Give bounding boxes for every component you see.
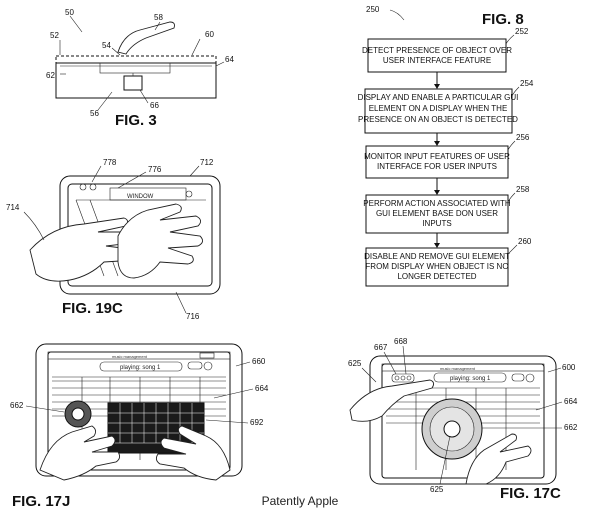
fig8-title: FIG. 8 <box>482 11 524 28</box>
fig8-ref-260: 260 <box>518 237 532 246</box>
fig3-ref-60: 60 <box>205 30 214 39</box>
fig17c-ref-625-bottom: 625 <box>430 485 444 494</box>
fig8-step-1-line-2: USER INTERFACE FEATURE <box>383 56 491 65</box>
fig8-step-2-box <box>364 88 513 134</box>
fig19c-ref-778: 778 <box>103 158 117 167</box>
fig8-step-2-line-2: ELEMENT ON A DISPLAY WHEN THE <box>369 104 508 113</box>
fig17c-ref-668: 668 <box>394 337 408 346</box>
fig17c-app-title: music management <box>440 366 476 371</box>
fig8-step-5-line-1: DISABLE AND REMOVE GUI ELEMENT <box>364 252 510 261</box>
fig8-ref-256: 256 <box>516 133 530 142</box>
fig8-ref-252: 252 <box>515 27 529 36</box>
fig8-step-2-line-3: PRESENCE ON AN OBJECT IS DETECTED <box>358 115 518 124</box>
fig8-step-4-line-1: PERFORM ACTION ASSOCIATED WITH <box>363 199 511 208</box>
fig3-ref-54: 54 <box>102 41 111 50</box>
fig8-step-1-line-1: DETECT PRESENCE OF OBJECT OVER <box>362 46 512 55</box>
fig8-step-2-line-1: DISPLAY AND ENABLE A PARTICULAR GUI <box>358 93 519 102</box>
fig17j-ref-662: 662 <box>10 401 24 410</box>
fig8-step-4-line-2: GUI ELEMENT BASE DON USER <box>376 209 498 218</box>
fig3-ref-56: 56 <box>90 109 99 118</box>
fig17c-playing: playing: song 1 <box>450 376 491 382</box>
fig19c-ref-714: 714 <box>6 203 20 212</box>
fig17c-diagram: music management playing: song 1 667 668… <box>348 337 578 502</box>
credit-caption: Patently Apple <box>261 494 339 508</box>
fig19c-diagram: WINDOW 778 776 712 714 716 FIG. 19C <box>6 158 221 321</box>
fig17j-ref-664: 664 <box>255 384 269 393</box>
fig8-ref-254: 254 <box>520 79 534 88</box>
fig8-step-5-line-2: FROM DISPLAY WHEN OBJECT IS NO <box>365 262 508 271</box>
fig3-ref-64: 64 <box>225 55 234 64</box>
fig17c-ref-664: 664 <box>564 397 578 406</box>
fig3-ref-50: 50 <box>65 8 74 17</box>
fig3-ref-52: 52 <box>50 31 59 40</box>
fig8-step-3-line-1: MONITOR INPUT FEATURES OF USER <box>364 152 510 161</box>
fig8-step-5-line-3: LONGER DETECTED <box>397 272 476 281</box>
fig8-step-3-line-2: INTERFACE FOR USER INPUTS <box>377 162 497 171</box>
fig17j-diagram: music management playing: song 1 <box>10 343 269 510</box>
fig17c-ref-600: 600 <box>562 363 576 372</box>
fig8-step-4-line-3: INPUTS <box>422 219 451 228</box>
fig17j-ref-660: 660 <box>252 357 266 366</box>
fig8-step-5-box <box>365 247 509 287</box>
fig19c-window-label: WINDOW <box>127 194 154 200</box>
fig3-ref-62: 62 <box>46 71 55 80</box>
fig19c-ref-716: 716 <box>186 312 200 321</box>
fig3-ref-58: 58 <box>154 13 163 22</box>
fig17c-ref-667: 667 <box>374 343 388 352</box>
fig17c-ref-625-top: 625 <box>348 359 362 368</box>
fig8-flowchart: 250 FIG. 8 DETECT PRESENCE OF OBJECT OVE… <box>358 5 534 287</box>
fig17j-app-title: music management <box>112 354 148 359</box>
fig8-ref-258: 258 <box>516 185 530 194</box>
fig17j-playing: playing: song 1 <box>120 365 161 371</box>
fig8-ref-250: 250 <box>366 5 380 14</box>
fig3-title: FIG. 3 <box>115 112 157 129</box>
fig19c-title: FIG. 19C <box>62 300 123 317</box>
fig17c-ref-662: 662 <box>564 423 578 432</box>
fig17c-title: FIG. 17C <box>500 485 561 502</box>
fig17j-title: FIG. 17J <box>12 493 70 510</box>
fig17j-ref-692: 692 <box>250 418 264 427</box>
fig3-ref-66: 66 <box>150 101 159 110</box>
fig19c-ref-776: 776 <box>148 165 162 174</box>
fig3-diagram: 50 58 52 54 60 62 64 56 66 FIG. 3 <box>46 8 234 129</box>
fig19c-ref-712: 712 <box>200 158 214 167</box>
